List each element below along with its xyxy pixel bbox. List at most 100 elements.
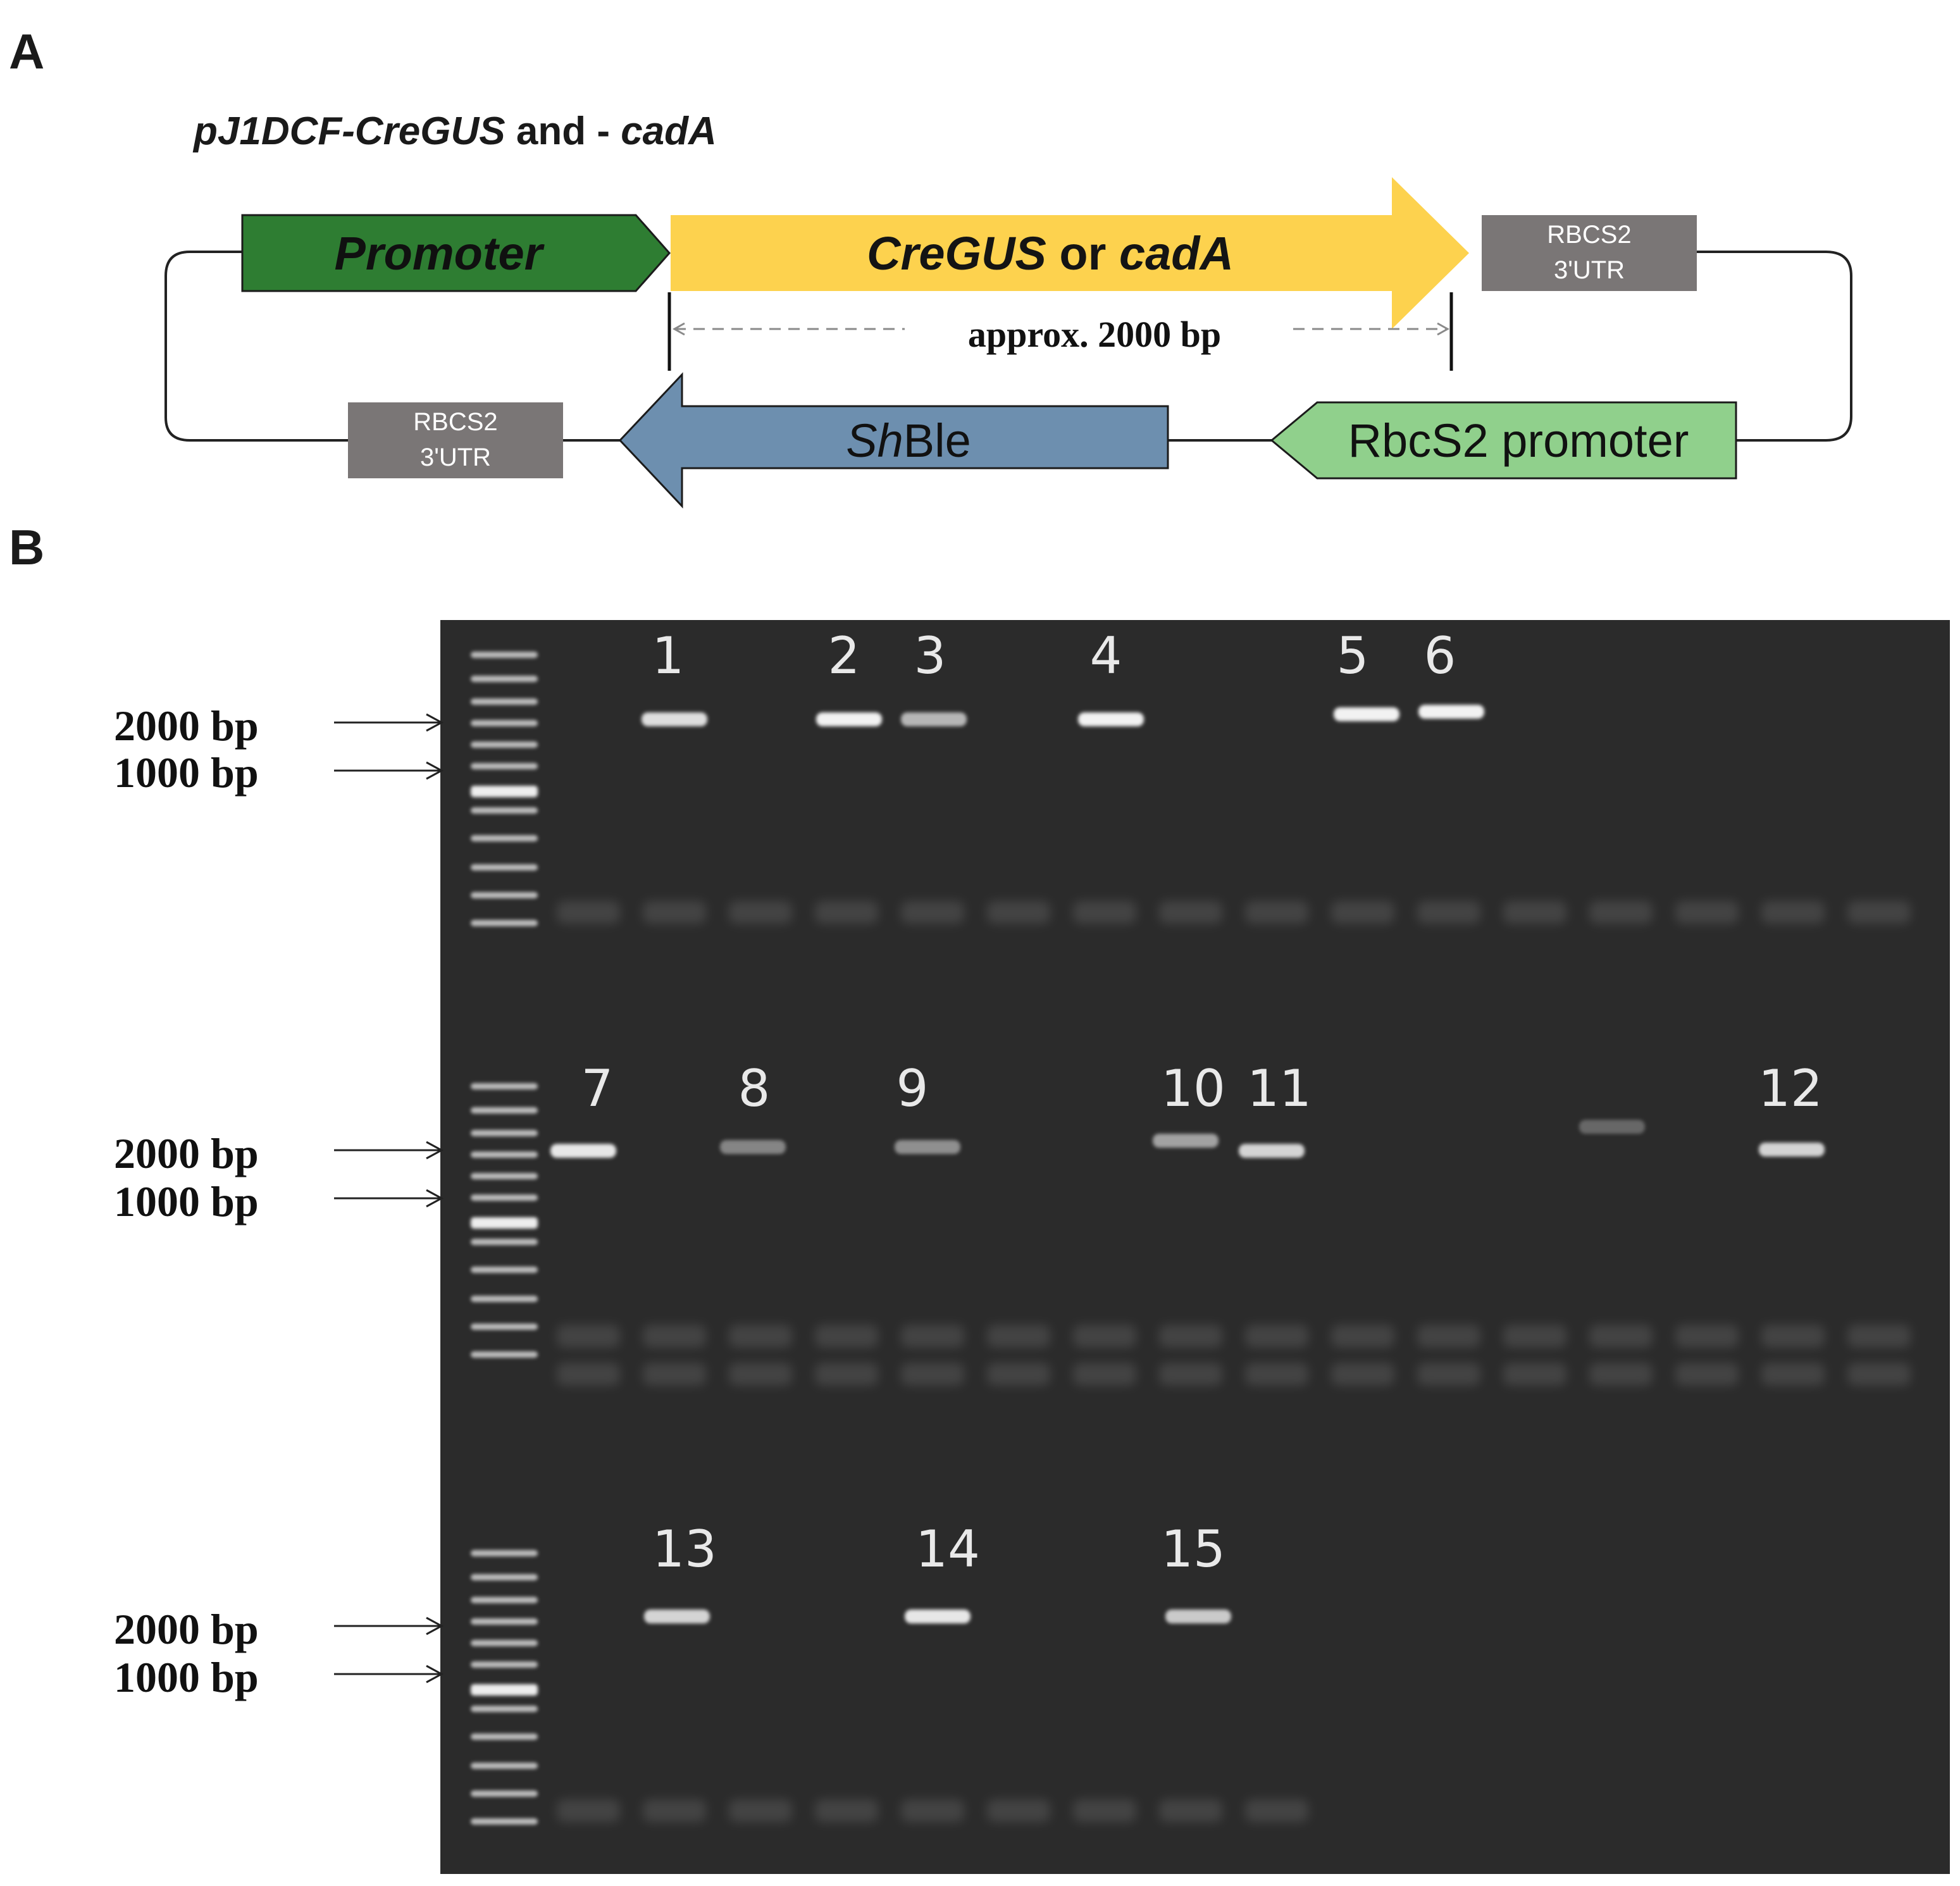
well-smear — [1331, 901, 1394, 924]
well-smear — [1761, 1325, 1825, 1348]
lane-label-9: 9 — [896, 1059, 929, 1118]
well-smear — [643, 1325, 706, 1348]
insert-element: CreGUS or cadA — [671, 177, 1469, 329]
well-smear — [901, 1799, 964, 1822]
ladder-markers-row-2: 2000 bp 1000 bp — [114, 1129, 444, 1225]
lane-label-15: 15 — [1161, 1520, 1225, 1579]
ladder-label-2000-row-2: 2000 bp — [114, 1129, 259, 1177]
lane-numbers-row-3: 13 14 15 — [652, 1520, 1225, 1579]
ladder-rung — [471, 741, 538, 748]
ladder-rung — [471, 1130, 538, 1136]
sample-band — [1239, 1144, 1305, 1158]
ladder-rung — [471, 698, 538, 705]
lane-label-13: 13 — [652, 1520, 717, 1579]
ladder-rung — [471, 652, 538, 658]
well-smear — [901, 1325, 964, 1348]
ladder-rung — [471, 1151, 538, 1158]
lane-numbers-row-1: 1 2 3 4 5 6 — [652, 626, 1456, 685]
ladder-row-1 — [471, 652, 538, 926]
sample-band — [905, 1610, 971, 1623]
ladder-rung — [471, 786, 538, 797]
sample-bands — [550, 705, 1825, 1623]
promoter-element: Promoter — [241, 214, 671, 292]
ladder-rung — [471, 892, 538, 898]
ladder-rung — [471, 920, 538, 926]
well-smear — [901, 901, 964, 924]
well-smear — [1245, 1799, 1308, 1822]
ladder-markers-row-1: 2000 bp 1000 bp — [114, 702, 444, 797]
well-smear — [987, 1325, 1050, 1348]
well-smear — [1417, 1363, 1480, 1386]
well-smear — [557, 1799, 620, 1822]
sample-band — [644, 1610, 710, 1623]
well-smear — [815, 1799, 878, 1822]
sample-band — [1153, 1134, 1219, 1148]
sample-band — [1165, 1610, 1231, 1623]
ladder-rung — [471, 1217, 538, 1229]
well-smear — [1073, 901, 1136, 924]
well-smear — [729, 1363, 792, 1386]
well-smear — [1847, 1363, 1911, 1386]
panel-a-letter: A — [9, 23, 44, 79]
well-smear — [1761, 1363, 1825, 1386]
ladder-rung — [471, 864, 538, 871]
well-smear — [643, 901, 706, 924]
ladder-rung — [471, 835, 538, 841]
ladder-rung — [471, 676, 538, 682]
ladder-rung — [471, 1763, 538, 1769]
well-smear — [987, 1363, 1050, 1386]
ladder-markers-row-3: 2000 bp 1000 bp — [114, 1605, 444, 1701]
gel-image — [440, 620, 1950, 1874]
well-smear — [987, 901, 1050, 924]
well-smear — [1159, 1363, 1222, 1386]
panel-b-letter: B — [9, 519, 44, 575]
lane-label-14: 14 — [915, 1520, 980, 1579]
well-smear — [815, 1325, 878, 1348]
ladders — [471, 652, 538, 1825]
ladder-rung — [471, 1684, 538, 1696]
shble-element: ShBle — [618, 372, 1169, 509]
lane-label-7: 7 — [581, 1059, 614, 1118]
ladder-label-1000-row-3: 1000 bp — [114, 1653, 259, 1701]
utr-top: RBCS2 3'UTR — [1482, 215, 1697, 291]
rbcs2-promoter-label: RbcS2 promoter — [1348, 414, 1689, 467]
well-smear — [1675, 1363, 1739, 1386]
ladder-rung — [471, 1083, 538, 1089]
well-smear — [1847, 901, 1911, 924]
well-smear — [643, 1363, 706, 1386]
ladder-rung — [471, 1597, 538, 1603]
well-smear — [815, 1363, 878, 1386]
well-smear — [1331, 1363, 1394, 1386]
ladder-rung — [471, 1550, 538, 1556]
sample-band — [895, 1140, 960, 1154]
well-smear — [1073, 1799, 1136, 1822]
shble-label: ShBle — [846, 414, 971, 467]
well-smear — [643, 1799, 706, 1822]
construct-title: pJ1DCF-CreGUS and - cadA — [192, 109, 717, 153]
utr-bottom-line1: RBCS2 — [413, 408, 497, 436]
well-smear — [1245, 1363, 1308, 1386]
sample-band — [1759, 1143, 1825, 1157]
ladder-rung — [471, 1706, 538, 1712]
ladder-rung — [471, 1173, 538, 1179]
ladder-rung — [471, 1267, 538, 1273]
ladder-rung — [471, 1640, 538, 1646]
well-smear — [1159, 901, 1222, 924]
lane-numbers-row-2: 7 8 9 10 11 12 — [581, 1059, 1823, 1118]
lane-label-5: 5 — [1337, 626, 1369, 685]
well-smear — [815, 901, 878, 924]
ladder-rung — [471, 1324, 538, 1330]
ladder-rung — [471, 1818, 538, 1825]
well-smear — [729, 1799, 792, 1822]
well-smear — [1847, 1325, 1911, 1348]
panel-b: B 1 2 3 4 5 6 7 8 9 10 11 12 13 — [9, 519, 1950, 1874]
well-smear — [557, 1363, 620, 1386]
sample-band — [816, 712, 882, 726]
well-smear — [1589, 901, 1653, 924]
sample-band — [1418, 705, 1484, 719]
well-smear — [1331, 1325, 1394, 1348]
ladder-rung — [471, 807, 538, 814]
well-smear — [1073, 1325, 1136, 1348]
lane-label-1: 1 — [652, 626, 685, 685]
